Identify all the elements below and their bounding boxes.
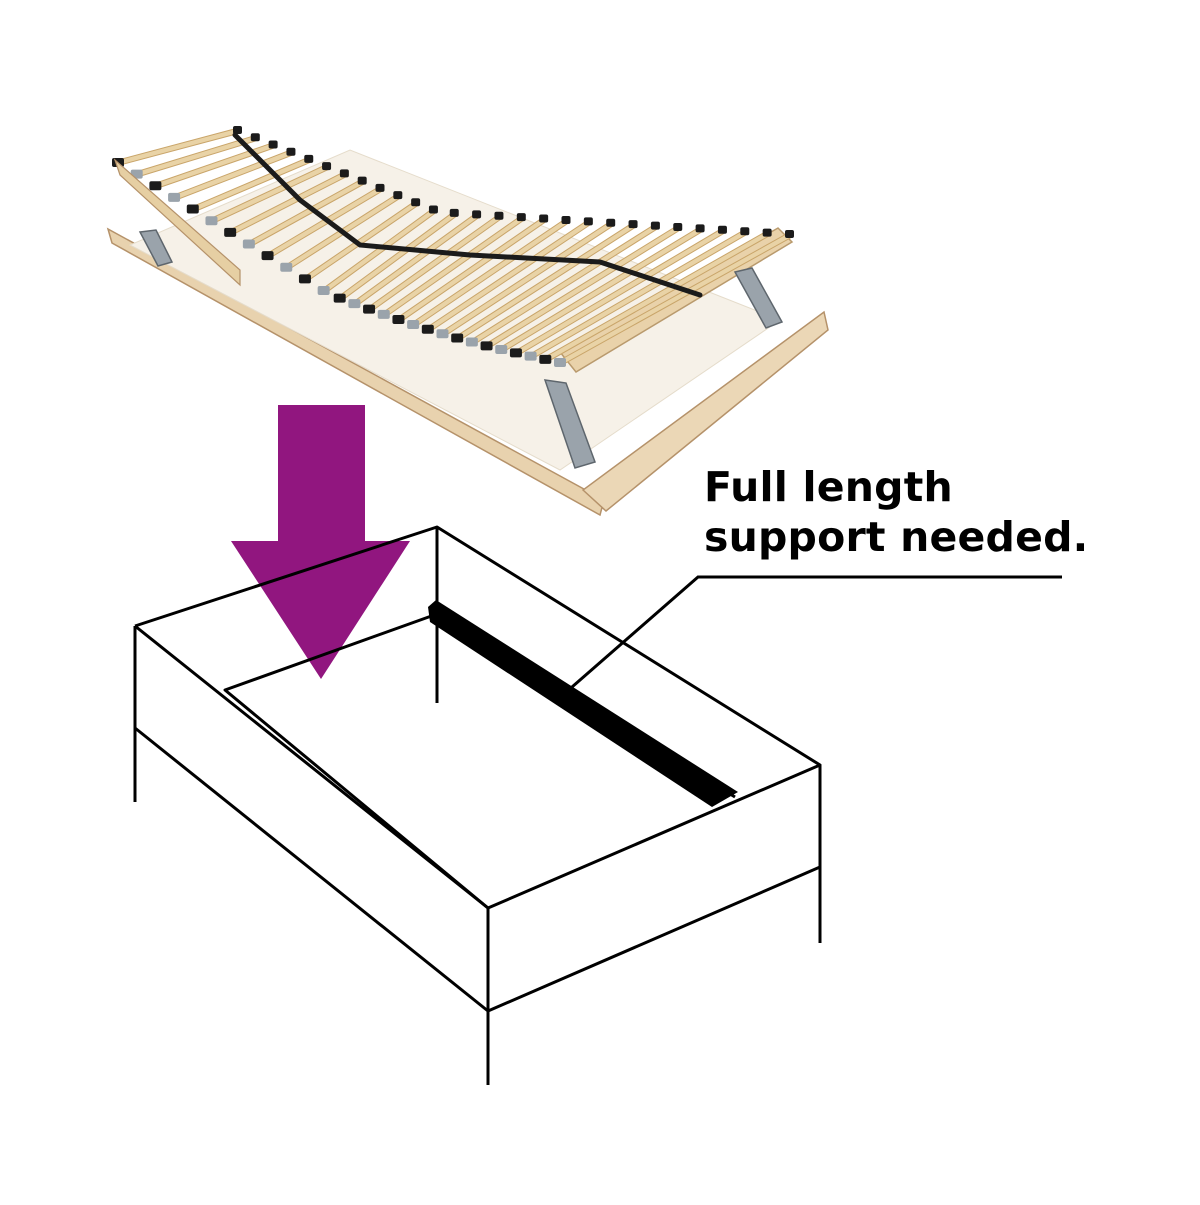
slat-end-cap — [363, 304, 376, 314]
slat-end-cap — [673, 222, 683, 231]
slat-end-cap — [375, 183, 385, 192]
slat-end-cap — [509, 348, 522, 358]
slat-end-cap — [554, 358, 566, 367]
slat-end-cap — [539, 214, 549, 223]
center-strap — [232, 132, 703, 298]
slat-end-cap — [339, 169, 349, 178]
slat-end-cap — [472, 210, 482, 219]
slat-end-cap — [233, 126, 242, 134]
slat-end-cap — [205, 216, 218, 226]
rim-outer — [134, 525, 822, 910]
base-rail-left — [106, 227, 605, 517]
slat-end-cap — [377, 309, 390, 319]
headrest-rail — [113, 158, 241, 287]
down-arrow-icon — [231, 405, 410, 679]
slat-end-cap — [286, 147, 296, 156]
bracket-right — [733, 267, 784, 329]
slat-end-cap — [268, 140, 278, 149]
slat-end-cap — [149, 181, 162, 191]
slat-end-cap — [224, 227, 237, 237]
slat-end-cap — [348, 299, 361, 309]
slat-end-cap — [561, 215, 571, 224]
slat-end-cap — [494, 211, 504, 220]
callout-line-2: support needed. — [704, 513, 1089, 561]
slat-end-cap — [421, 324, 434, 334]
slat-end-cap — [392, 315, 405, 325]
slat-end-cap — [333, 293, 346, 303]
slat-end-cap — [740, 227, 750, 236]
slat-end-cap — [357, 176, 367, 185]
slat-end-cap — [250, 133, 260, 142]
slat-end-cap — [695, 224, 705, 233]
slat-end-cap — [465, 337, 478, 347]
slat-end-cap — [495, 344, 508, 354]
slat-end-cap — [317, 286, 330, 296]
slat-end-cap — [785, 230, 794, 238]
right-band — [487, 865, 821, 1013]
slat-end-cap — [451, 333, 464, 343]
slat-end-cap — [628, 220, 638, 229]
slat-end-cap — [242, 239, 255, 249]
center-support-bar — [428, 600, 738, 807]
slat-end-cap — [762, 228, 772, 237]
bracket-left — [138, 229, 174, 267]
slat-end-cap — [436, 329, 449, 339]
slat-end-cap — [411, 198, 421, 207]
slat-end-cap — [298, 274, 311, 284]
callout-line-1: Full length — [704, 463, 953, 511]
callout-text: Full length support needed. — [704, 462, 1164, 562]
slat-end-cap — [480, 341, 493, 351]
slat-end-cap — [280, 262, 293, 272]
bed-base-outline — [133, 525, 822, 1085]
slat-end-cap — [168, 192, 181, 202]
slat-end-cap — [449, 208, 459, 217]
slat-end-cap — [717, 225, 727, 234]
slat-end-cap — [407, 320, 420, 330]
slat-end-cap — [186, 204, 199, 214]
slats — [112, 126, 794, 367]
slat-end-cap — [393, 191, 403, 200]
slat-end-cap — [304, 154, 314, 163]
slat-end-cap — [261, 251, 274, 261]
left-band — [134, 726, 489, 1013]
slat-end-cap — [524, 351, 537, 361]
slat-end-cap — [583, 217, 593, 226]
slat-end-cap — [428, 205, 438, 214]
slat-end-cap — [539, 354, 552, 364]
slat-end-cap — [322, 162, 332, 171]
slat-end-cap — [606, 218, 616, 227]
slat-end-cap — [650, 221, 660, 230]
bracket-front — [543, 379, 596, 469]
callout-leader-line — [571, 575, 1062, 689]
slat-end-cap — [516, 213, 526, 222]
base-rail-front — [581, 310, 829, 512]
slatted-bed-frame — [106, 126, 829, 517]
